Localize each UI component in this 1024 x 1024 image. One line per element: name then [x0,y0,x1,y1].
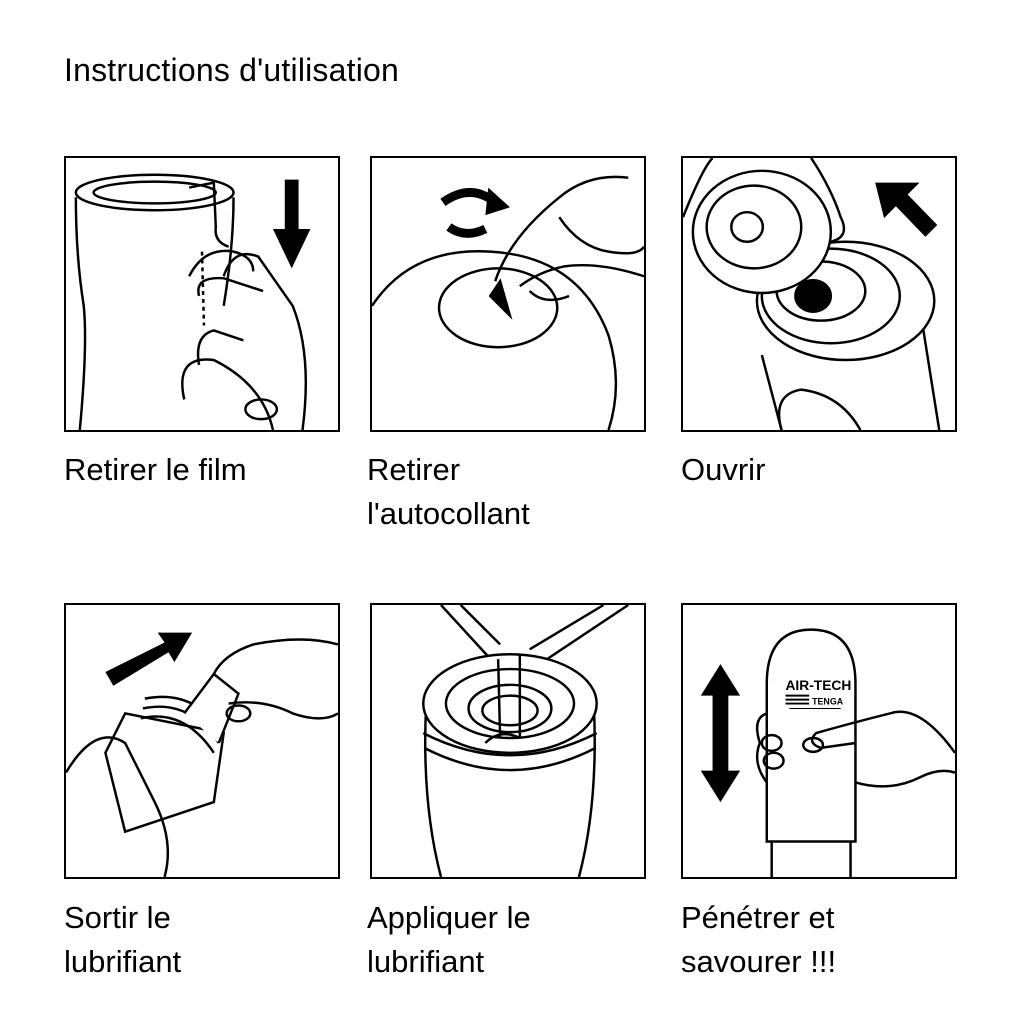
page-title: Instructions d'utilisation [64,52,400,88]
step-4-illustration [64,603,340,879]
step-3-caption: Ouvrir [681,448,961,492]
step-4-caption-line1: Sortir le [64,900,171,935]
step-5-caption: Appliquer le lubrifiant [367,896,647,984]
step-2-caption-line1: Retirer [367,452,461,487]
step-1-caption: Retirer le film [64,448,344,492]
step-3-caption-line1: Ouvrir [681,452,766,487]
step-5-caption-line2: lubrifiant [367,944,485,979]
step-2-caption-line2: l'autocollant [367,496,530,531]
step-5-caption-line1: Appliquer le [367,900,531,935]
step-4-caption: Sortir le lubrifiant [64,896,344,984]
step-4-caption-line2: lubrifiant [64,944,182,979]
step-6-caption: Pénétrer et savourer !!! [681,896,961,984]
step-5-illustration [370,603,646,879]
step-2-illustration [370,156,646,432]
step-3-illustration [681,156,957,432]
step-6-caption-line1: Pénétrer et [681,900,835,935]
step-1-illustration [64,156,340,432]
step-6-illustration: AIR-TECH TENGA [681,603,957,879]
step-6-caption-line2: savourer !!! [681,944,837,979]
step-1-caption-line1: Retirer le film [64,452,247,487]
logo-brand: AIR-TECH [785,678,851,693]
step-2-caption: Retirer l'autocollant [367,448,647,536]
logo-maker: TENGA [812,697,844,707]
